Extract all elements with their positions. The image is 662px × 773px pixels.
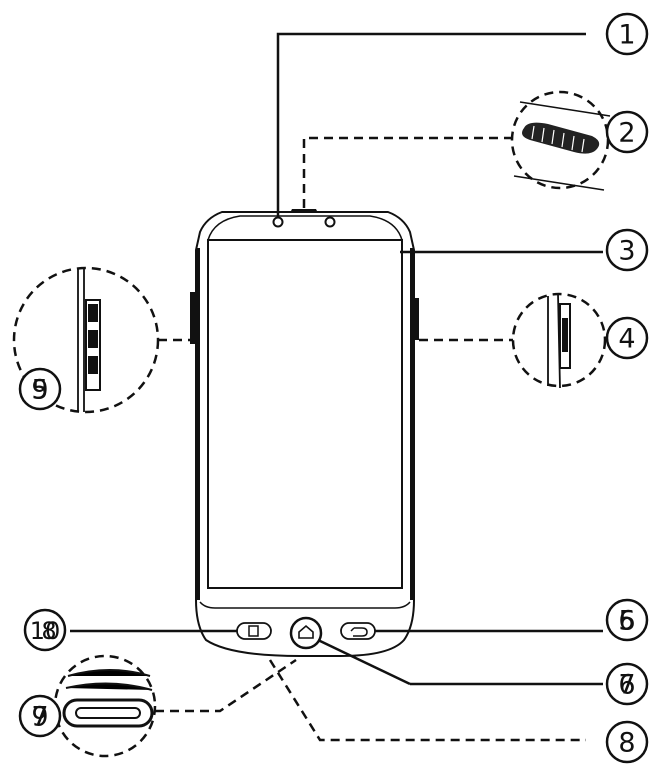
callout-8-label: 8 <box>618 728 635 759</box>
callout-6-label: 6 <box>618 606 635 637</box>
callout-10-label: 10 <box>30 617 61 645</box>
callout-left-vol-label: 5 <box>31 375 48 406</box>
back-icon <box>350 627 368 637</box>
callout-5-circle <box>18 367 62 411</box>
callout-4-label: 4 <box>618 324 635 355</box>
callout-10-circle <box>23 608 67 652</box>
callout-3-circle <box>605 228 649 272</box>
usb-port <box>62 698 154 728</box>
screen <box>207 239 403 589</box>
leader-lines <box>70 32 603 686</box>
callout-left-vol-ghost: 9 <box>31 375 48 406</box>
callout-1-circle <box>605 12 649 56</box>
menu-icon <box>248 625 259 637</box>
proximity-sensor <box>324 216 336 228</box>
callout-2-label: 2 <box>618 118 635 149</box>
speaker-grille <box>522 122 600 154</box>
callout-4-circle <box>605 316 649 360</box>
zoom-bubble-usb <box>53 654 157 758</box>
earpiece <box>290 209 318 213</box>
callout-6-circle <box>605 598 649 642</box>
right-power-button <box>415 298 419 340</box>
menu-button <box>236 622 272 640</box>
phone-body <box>195 211 415 657</box>
callout-7-circle <box>605 662 649 706</box>
zoom-bubble-right-button <box>511 292 607 389</box>
home-button <box>289 616 323 650</box>
callout-6-ghost: 5 <box>618 606 635 637</box>
callout-9-label: 9 <box>31 702 48 733</box>
left-volume-button <box>190 292 195 344</box>
callout-1-label: 1 <box>618 20 635 51</box>
callout-7-ghost: 6 <box>618 670 635 701</box>
callout-8-circle <box>605 720 649 764</box>
front-camera <box>272 216 284 228</box>
home-icon <box>298 624 314 639</box>
dashed-leader-lines <box>155 136 586 742</box>
back-button <box>340 622 376 640</box>
zoom-bubble-speaker <box>510 90 611 191</box>
callout-9-circle <box>18 694 62 738</box>
callout-10-ghost: 8 <box>41 617 56 645</box>
callout-2-circle <box>605 110 649 154</box>
callout-7-label: 7 <box>618 670 635 701</box>
callout-9-ghost: 7 <box>31 702 48 733</box>
callout-3-label: 3 <box>618 236 635 267</box>
